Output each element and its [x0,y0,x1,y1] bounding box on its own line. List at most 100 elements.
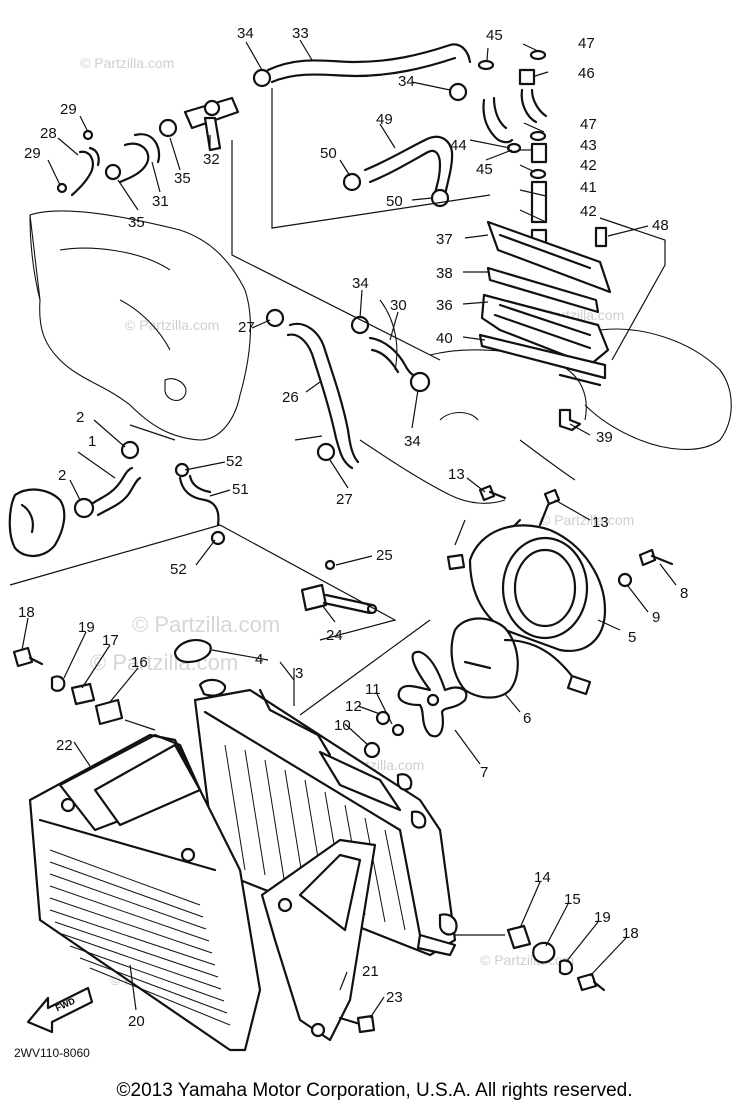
hose-31 [118,133,161,184]
callout-3: 3 [295,665,303,682]
callout-9: 9 [652,609,660,626]
hose-1 [88,466,142,517]
hose-28 [70,146,100,197]
watermark: © Partzilla.com [80,55,174,71]
callout-16: 16 [131,654,148,671]
engine-outline [29,210,732,504]
callout-25: 25 [376,547,393,564]
callout-21: 21 [362,963,379,980]
callout-34: 34 [404,433,421,450]
radiator-cap [173,639,212,664]
callout-28: 28 [40,125,57,142]
callout-26: 26 [282,389,299,406]
callout-47: 47 [578,35,595,52]
callout-43: 43 [580,137,597,154]
callout-4: 4 [255,651,263,668]
pipe-51 [178,474,220,527]
callout-33: 33 [292,25,309,42]
hose-49 [363,135,454,199]
callout-50: 50 [386,193,403,210]
callout-47: 47 [580,116,597,133]
callout-7: 7 [480,764,488,781]
watermark: © Partzilla.com [540,512,634,528]
callout-42: 42 [580,203,597,220]
callout-numbers: 1 2 2 3 4 5 6 7 8 9 10 11 12 13 13 14 15… [18,25,688,1030]
callout-31: 31 [152,193,169,210]
bolt-23 [338,1014,376,1034]
callout-34: 34 [237,25,254,42]
radiator-core [193,678,458,957]
callout-52: 52 [170,561,187,578]
callout-20: 20 [128,1013,145,1030]
drawing-code: 2WV110-8060 [14,1046,90,1060]
callout-50: 50 [320,145,337,162]
callout-46: 46 [578,65,595,82]
callout-30: 30 [390,297,407,314]
callout-12: 12 [345,698,362,715]
clamps-upper [56,68,468,208]
callout-1: 1 [88,433,96,450]
callout-37: 37 [436,231,453,248]
hose-chain-right [477,49,548,246]
clamps-left [73,440,226,546]
callout-48: 48 [652,217,669,234]
callout-13: 13 [448,466,465,483]
callout-36: 36 [436,297,453,314]
callout-52: 52 [226,453,243,470]
callout-27: 27 [336,491,353,508]
hose-26 [286,322,360,470]
callout-18: 18 [622,925,639,942]
fitting-32 [183,96,240,152]
callout-41: 41 [580,179,597,196]
callout-35: 35 [128,214,145,231]
callout-34: 34 [352,275,369,292]
bracket-21 [260,838,377,1042]
callout-29: 29 [60,101,77,118]
hardware-left [12,646,124,726]
callout-11: 11 [365,681,381,698]
callout-45: 45 [486,27,503,44]
callout-19: 19 [594,909,611,926]
callout-44: 44 [450,137,467,154]
callout-19: 19 [78,619,95,636]
callout-38: 38 [436,265,453,282]
thermostat-housing [478,220,612,432]
callout-5: 5 [628,629,636,646]
callout-14: 14 [534,869,551,886]
callout-49: 49 [376,111,393,128]
callout-leaders [21,39,677,1019]
watermark-large: © Partzilla.com [90,650,238,675]
watermark-large: © Partzilla.com [132,612,280,637]
callout-34: 34 [398,73,415,90]
callout-13: 13 [592,514,609,531]
callout-27: 27 [238,319,255,336]
callout-10: 10 [334,717,351,734]
callout-40: 40 [436,330,453,347]
pump-outlet [8,488,66,557]
hose-33 [266,43,472,84]
callout-6: 6 [523,710,531,727]
callout-8: 8 [680,585,688,602]
fwd-arrow: FWD [26,986,94,1034]
fan-blade [397,650,468,738]
callout-24: 24 [326,627,343,644]
callout-23: 23 [386,989,403,1006]
radiator-cover [28,733,262,1052]
callout-51: 51 [232,481,249,498]
callout-39: 39 [596,429,613,446]
watermark: © Partzilla.com [125,317,219,333]
callout-29: 29 [24,145,41,162]
callout-2: 2 [58,467,66,484]
small-hardware-right [363,484,674,759]
callout-22: 22 [56,737,73,754]
callout-2: 2 [76,409,84,426]
copyright-notice: ©2013 Yamaha Motor Corporation, U.S.A. A… [116,1080,633,1101]
callout-32: 32 [203,151,220,168]
clamps-mid [265,308,431,462]
callout-15: 15 [564,891,581,908]
callout-35: 35 [174,170,191,187]
hardware-lower-right [506,924,606,992]
callout-18: 18 [18,604,35,621]
callout-17: 17 [102,632,119,649]
